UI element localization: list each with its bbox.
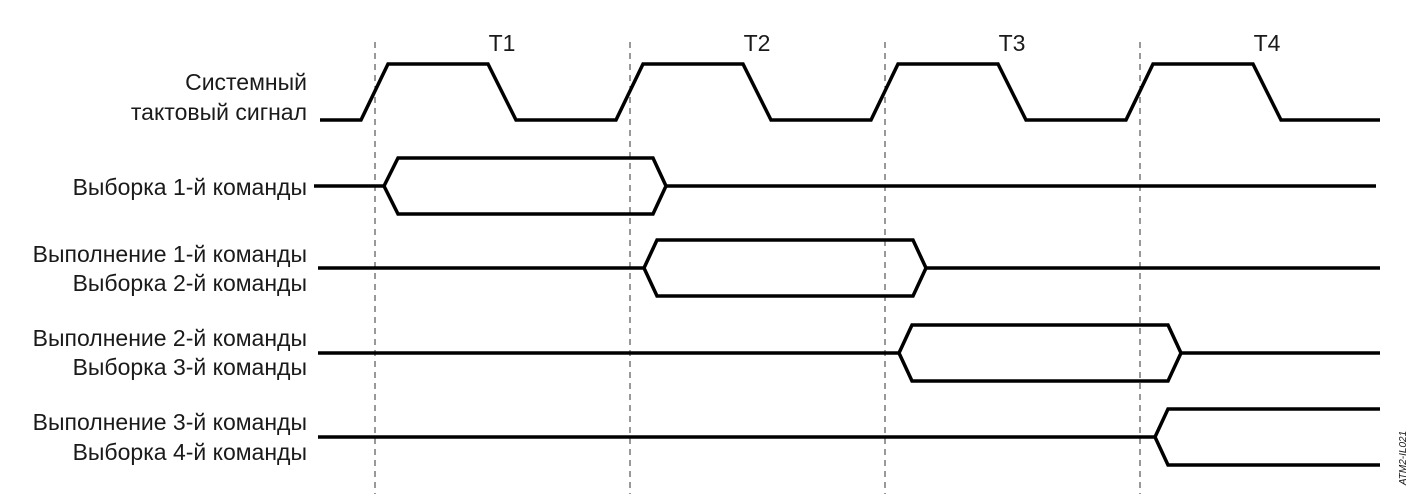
- figure-code: ATM2-IL021: [1398, 431, 1409, 486]
- waveforms: [314, 62, 1380, 467]
- exec-1-fetch-2-label-line-2: Выборка 2-й команды: [73, 270, 307, 296]
- clock-waveform: [320, 62, 1380, 122]
- exec-2-fetch-3-label-line-2: Выборка 3-й команды: [73, 354, 307, 380]
- period-label-t4: T4: [1254, 30, 1281, 56]
- period-label-t3: T3: [999, 30, 1026, 56]
- exec-1-fetch-2-active-window: [642, 238, 928, 298]
- period-labels: T1 T2 T3 T4: [489, 30, 1281, 56]
- signal-labels: Системный тактовый сигнал Выборка 1-й ко…: [33, 69, 307, 465]
- fetch-1-label: Выборка 1-й команды: [73, 174, 307, 200]
- fetch-1-active-window: [382, 156, 668, 216]
- exec-2-fetch-3-active-window: [897, 323, 1183, 383]
- period-label-t1: T1: [489, 30, 516, 56]
- exec-3-fetch-4-label-line-1: Выполнение 3-й команды: [33, 409, 307, 435]
- exec-3-fetch-4-label-line-2: Выборка 4-й команды: [73, 439, 307, 465]
- exec-1-fetch-2-label-line-1: Выполнение 1-й команды: [33, 241, 307, 267]
- period-label-t2: T2: [744, 30, 771, 56]
- clock-signal-label-line-1: Системный: [185, 69, 307, 95]
- clock-signal-label-line-2: тактовый сигнал: [131, 99, 307, 125]
- exec-2-fetch-3-label-line-1: Выполнение 2-й команды: [33, 325, 307, 351]
- exec-3-fetch-4-active-window: [1153, 407, 1380, 467]
